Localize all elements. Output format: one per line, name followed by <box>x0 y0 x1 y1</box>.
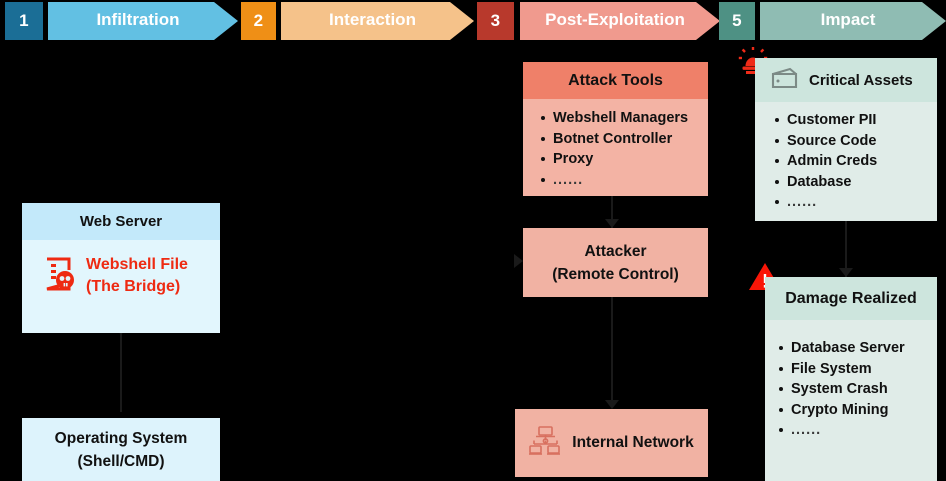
phase-badge-1-number: 1 <box>19 11 29 30</box>
connector-arrow-into-attacker-left <box>514 254 523 268</box>
list-item: Proxy <box>541 149 708 170</box>
damage-realized-list: Database Server File System System Crash… <box>765 338 937 441</box>
phase-badge-1[interactable]: 1 <box>5 2 43 40</box>
connector-arrow-internal-network-down <box>605 400 619 409</box>
list-item: Botnet Controller <box>541 129 708 150</box>
panel-operating-system[interactable]: Operating System (Shell/CMD) <box>22 418 220 481</box>
panel-internal-network-label: Internal Network <box>572 434 694 451</box>
phase-label-impact: Impact <box>820 10 876 29</box>
panel-attack-tools[interactable]: Attack Tools Webshell Managers Botnet Co… <box>523 62 708 196</box>
panel-attacker-line2: (Remote Control) <box>552 265 679 283</box>
panel-critical-assets[interactable]: Critical Assets Customer PII Source Code… <box>755 58 937 221</box>
list-item: System Crash <box>779 379 937 400</box>
phase-arrow-impact[interactable]: Impact <box>760 2 946 40</box>
wallet-folder-icon <box>771 66 801 94</box>
panel-internal-network[interactable]: Internal Network <box>515 409 708 477</box>
panel-web-server-item-line2: (The Bridge) <box>86 278 181 295</box>
phase-arrow-interaction[interactable]: Interaction <box>281 2 474 40</box>
panel-attack-tools-title: Attack Tools <box>568 71 663 89</box>
list-item: File System <box>779 359 937 380</box>
list-item: ...... <box>541 170 708 191</box>
phase-badge-2-number: 2 <box>253 11 264 30</box>
connector-arrow-attacker-down <box>605 219 619 228</box>
phase-arrow-post-exploitation[interactable]: Post-Exploitation <box>520 2 720 40</box>
list-item: Database Server <box>779 338 937 359</box>
list-item: Crypto Mining <box>779 400 937 421</box>
phase-label-infiltration: Infiltration <box>96 10 180 29</box>
phase-badge-5-number: 5 <box>732 11 742 30</box>
panel-web-server[interactable]: Web Server Webshell File (The Bridge <box>22 203 220 333</box>
connector-attacker-to-internal-network <box>611 297 613 407</box>
phase-badge-2[interactable]: 2 <box>241 2 276 40</box>
attack-tools-list: Webshell Managers Botnet Controller Prox… <box>523 108 708 190</box>
panel-attack-tools-body: Webshell Managers Botnet Controller Prox… <box>523 99 708 190</box>
panel-web-server-title: Web Server <box>79 213 163 230</box>
panel-attack-tools-header: Attack Tools <box>523 62 708 99</box>
list-item: Webshell Managers <box>541 108 708 129</box>
panel-critical-assets-header: Critical Assets <box>755 58 937 102</box>
panel-web-server-header: Web Server <box>22 203 220 240</box>
list-item: Customer PII <box>775 110 937 131</box>
phase-label-post-exploitation: Post-Exploitation <box>545 10 685 29</box>
connector-web-server-to-os <box>120 333 122 412</box>
phase-label-interaction: Interaction <box>329 10 416 29</box>
panel-critical-assets-title: Critical Assets <box>809 71 913 89</box>
panel-web-server-body: Webshell File (The Bridge) <box>22 240 220 298</box>
critical-assets-list: Customer PII Source Code Admin Creds Dat… <box>755 110 937 213</box>
phase-badge-3-number: 3 <box>490 11 501 30</box>
panel-critical-assets-body: Customer PII Source Code Admin Creds Dat… <box>755 102 937 213</box>
panel-damage-realized[interactable]: Damage Realized Database Server File Sys… <box>765 277 937 481</box>
panel-damage-realized-header: Damage Realized <box>765 277 937 320</box>
panel-web-server-item-line1: Webshell File <box>86 256 188 273</box>
webshell-skull-document-icon <box>44 257 76 296</box>
list-item: Database <box>775 172 937 193</box>
connector-attack-tools-to-attacker <box>611 196 613 228</box>
panel-damage-realized-title: Damage Realized <box>785 289 917 307</box>
list-item: Admin Creds <box>775 151 937 172</box>
list-item: ...... <box>779 420 937 441</box>
panel-damage-realized-body: Database Server File System System Crash… <box>765 320 937 441</box>
list-item: Source Code <box>775 131 937 152</box>
phase-badge-5[interactable]: 5 <box>719 2 755 40</box>
panel-attacker[interactable]: Attacker (Remote Control) <box>523 228 708 297</box>
phase-arrow-infiltration[interactable]: Infiltration <box>48 2 238 40</box>
connector-arrow-damage-down <box>839 268 853 277</box>
connector-critical-assets-to-damage <box>845 221 847 277</box>
phase-badge-3[interactable]: 3 <box>477 2 514 40</box>
panel-operating-system-line1: Operating System <box>54 429 188 447</box>
phase-ribbon: 1 Infiltration 2 Interaction 3 Post-Expl… <box>0 0 946 42</box>
panel-attacker-line1: Attacker <box>584 242 647 260</box>
network-topology-icon <box>529 424 563 463</box>
panel-operating-system-line2: (Shell/CMD) <box>77 452 165 470</box>
list-item: ...... <box>775 192 937 213</box>
